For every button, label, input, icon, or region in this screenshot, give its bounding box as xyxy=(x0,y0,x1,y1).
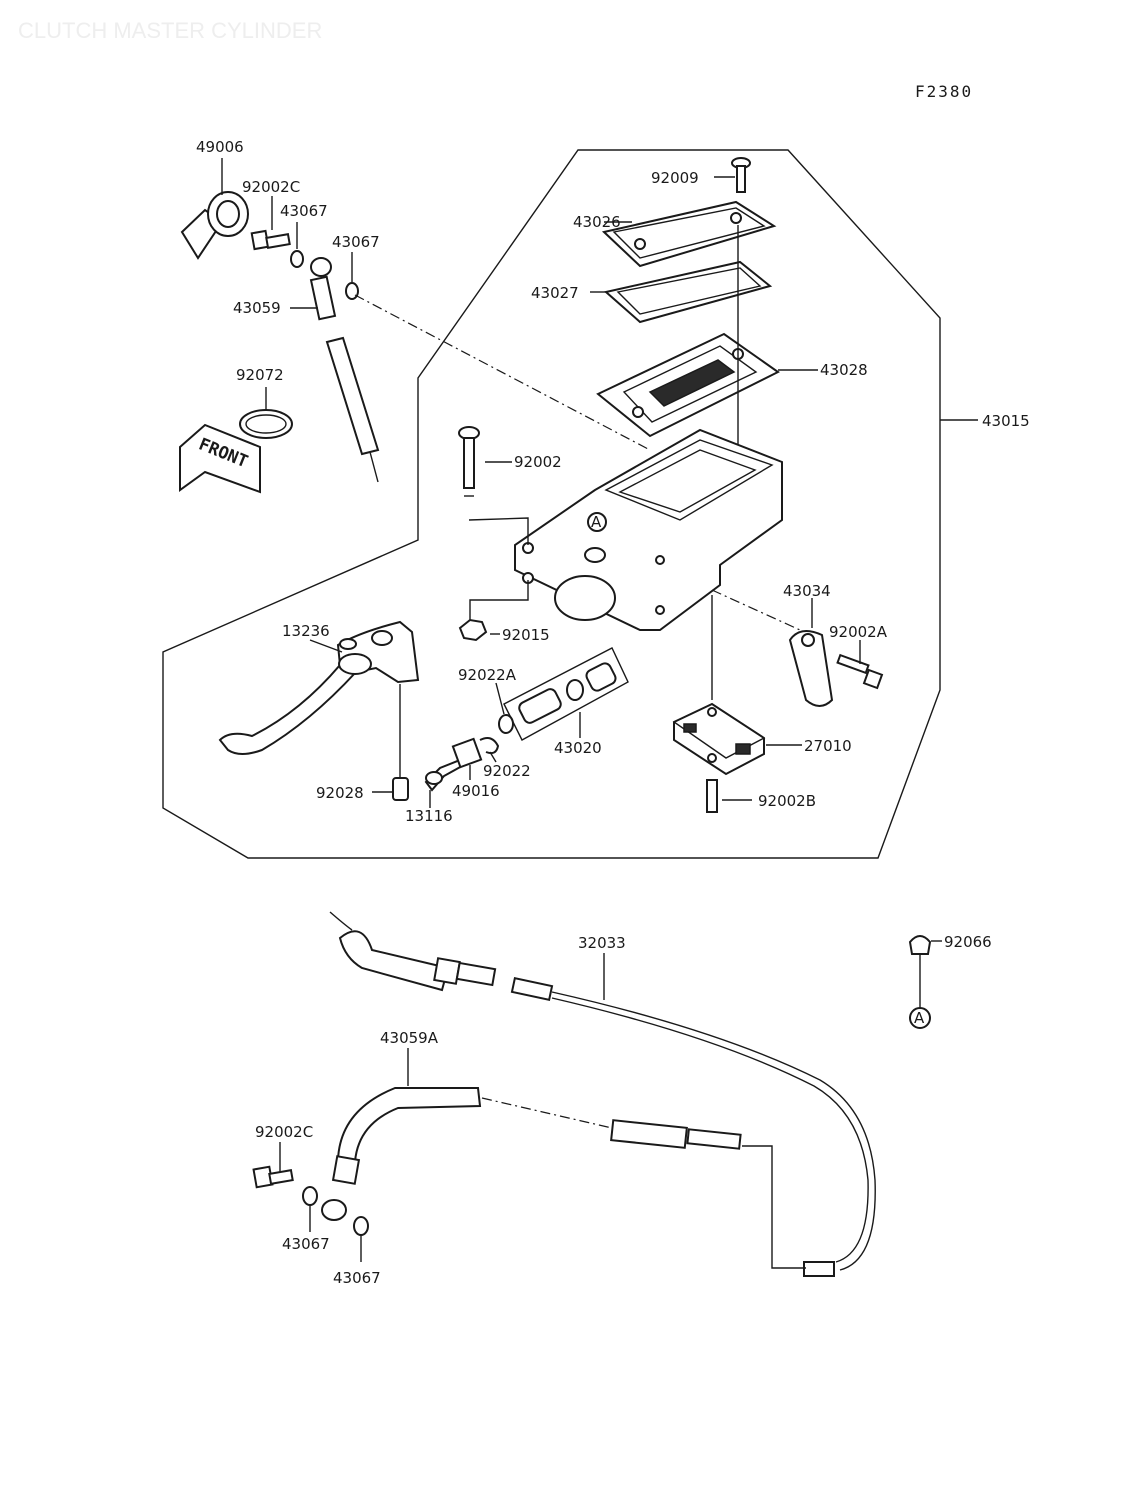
hose-43059A xyxy=(321,1048,482,1221)
hydraulic-line-32033 xyxy=(510,953,876,1277)
circlip-92022 xyxy=(479,737,500,763)
label-92002A: 92002A xyxy=(829,623,888,641)
switch-27010 xyxy=(672,702,802,776)
holder-guide-line xyxy=(711,589,801,631)
label-43059: 43059 xyxy=(233,299,281,317)
screw-92002B xyxy=(706,779,752,813)
lever-13236 xyxy=(218,620,420,755)
label-43015: 43015 xyxy=(982,412,1030,430)
assembly-outline xyxy=(162,149,941,859)
label-92002C-top: 92002C xyxy=(242,178,300,196)
hose-guide-line xyxy=(354,294,651,451)
label-43067-b: 43067 xyxy=(332,233,380,251)
label-92009: 92009 xyxy=(651,169,699,187)
label-92002C-bottom: 92002C xyxy=(255,1123,313,1141)
label-49006: 49006 xyxy=(196,138,244,156)
label-92066: 92066 xyxy=(944,933,992,951)
label-32033: 32033 xyxy=(578,934,626,952)
label-43027: 43027 xyxy=(531,284,579,302)
boot-49016 xyxy=(451,737,483,780)
label-92002B: 92002B xyxy=(758,792,816,810)
label-43028: 43028 xyxy=(820,361,868,379)
label-92028: 92028 xyxy=(316,784,364,802)
plate-43027 xyxy=(590,260,773,324)
hose-43059 xyxy=(290,257,380,483)
label-92015: 92015 xyxy=(502,626,550,644)
cap-43026 xyxy=(601,200,777,268)
washer-43067-d xyxy=(353,1216,369,1262)
screw-92009 xyxy=(714,157,751,193)
master-cylinder-body xyxy=(514,428,783,700)
watermark-title: CLUTCH MASTER CYLINDER xyxy=(18,18,322,43)
washer-43067-c xyxy=(302,1186,318,1232)
reservoir-cap-49006 xyxy=(180,158,249,260)
nut-92015 xyxy=(458,580,529,642)
clamp-holder-43034 xyxy=(788,598,834,707)
label-27010: 27010 xyxy=(804,737,852,755)
washer-92022A xyxy=(495,682,514,734)
marker-a-cap xyxy=(909,1007,931,1029)
front-arrow: FRONT xyxy=(179,423,261,494)
figure-code: F2380 xyxy=(915,82,973,101)
label-43059A: 43059A xyxy=(380,1029,439,1047)
label-92022: 92022 xyxy=(483,762,531,780)
label-49016: 49016 xyxy=(452,782,500,800)
bolt-92002 xyxy=(458,426,529,545)
label-92002: 92002 xyxy=(514,453,562,471)
label-43067-c: 43067 xyxy=(282,1235,330,1253)
marker-a-body xyxy=(587,512,607,532)
hose-end-upper xyxy=(329,911,497,992)
washer-43067-b xyxy=(345,282,359,300)
dust-cover-92028 xyxy=(372,777,409,801)
clamp-92072 xyxy=(239,387,293,439)
label-13116: 13116 xyxy=(405,807,453,825)
label-13236: 13236 xyxy=(282,622,330,640)
label-43067-a: 43067 xyxy=(280,202,328,220)
washer-43067-a xyxy=(290,250,304,268)
banjo-bolt-92002C-bottom xyxy=(252,1142,294,1189)
cap-92066 xyxy=(908,935,942,1008)
label-43020: 43020 xyxy=(554,739,602,757)
piston-kit-43020 xyxy=(503,647,629,741)
label-43034: 43034 xyxy=(783,582,831,600)
label-43067-d: 43067 xyxy=(333,1269,381,1287)
banjo-bolt-92002C-top xyxy=(250,196,291,251)
label-92022A: 92022A xyxy=(458,666,517,684)
marker-a-body-text: A xyxy=(591,513,602,531)
diaphragm-43028 xyxy=(596,332,818,438)
marker-a-cap-text: A xyxy=(914,1009,925,1027)
label-43026: 43026 xyxy=(573,213,621,231)
label-92072: 92072 xyxy=(236,366,284,384)
bolt-92002A xyxy=(836,640,884,690)
hose-end-lower xyxy=(481,1097,806,1269)
